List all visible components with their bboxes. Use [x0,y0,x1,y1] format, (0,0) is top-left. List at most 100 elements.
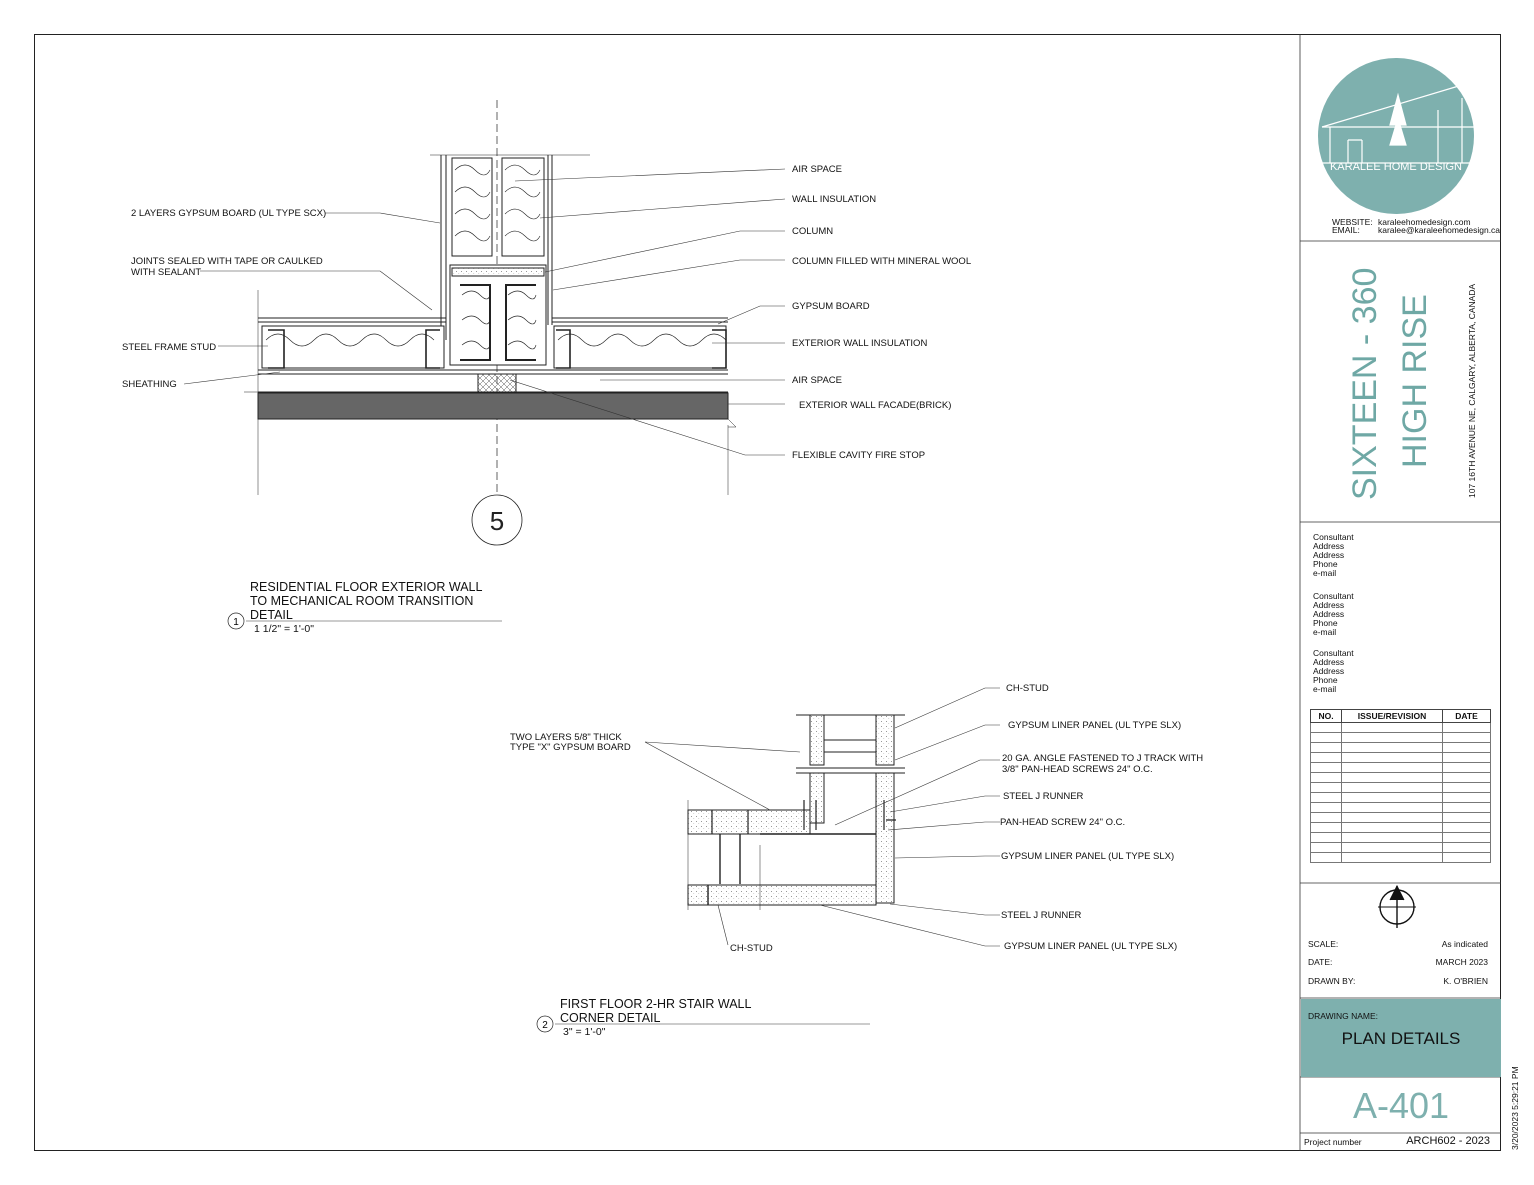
label-exterior-facade: EXTERIOR WALL FACADE(BRICK) [799,400,951,411]
drawn-by-label: DRAWN BY: [1308,976,1356,986]
drawing-name: PLAN DETAILS [1341,1029,1461,1048]
project-title-line2: HIGH RISE [1396,294,1434,468]
consultant-1-address-1: Address [1313,541,1345,551]
email-link[interactable]: karalee@karaleehomedesign.ca [1378,225,1501,235]
consultant-3-email: e-mail [1313,684,1337,694]
revision-row [1310,802,1491,813]
revision-row [1310,852,1491,863]
label-gypsum-liner-2: GYPSUM LINER PANEL (UL TYPE SLX) [1001,851,1174,862]
revision-row [1310,832,1491,843]
label-steel-j-runner-1: STEEL J RUNNER [1003,791,1084,802]
revision-row [1310,842,1491,853]
revision-header-issue: ISSUE/REVISION [1341,709,1443,723]
logo-text: KARALEE HOME DESIGN [1330,161,1462,173]
detail1-title: 1 RESIDENTIAL FLOOR EXTERIOR WALL TO MEC… [227,580,502,635]
project-address: 107 16TH AVENUE NE, CALGARY, ALBERTA, CA… [1467,283,1477,498]
detail1-labels: AIR SPACE WALL INSULATION COLUMN COLUMN … [122,164,971,461]
revision-header-no: NO. [1310,709,1342,723]
label-column-filled: COLUMN FILLED WITH MINERAL WOOL [792,256,971,267]
consultant-block-2: Consultant Address Address Phone e-mail [1313,592,1354,637]
consultant-1-name: Consultant [1313,532,1354,542]
detail1-scale: 1 1/2" = 1'-0" [254,623,314,635]
consultant-2-address-1: Address [1313,600,1345,610]
scale-value: As indicated [1441,939,1488,949]
revision-row [1310,822,1491,833]
label-two-layers-gypsum: 2 LAYERS GYPSUM BOARD (UL TYPE SCX) [131,208,326,219]
callout-number: 5 [490,506,504,536]
revision-header-row: NO. ISSUE/REVISION DATE [1310,709,1491,723]
detail1-leaders [183,168,786,456]
label-joints-sealed-2: WITH SEALANT [131,267,201,278]
label-angle-2: 3/8" PAN-HEAD SCREWS 24" O.C. [1002,764,1153,775]
label-column: COLUMN [792,226,833,237]
label-joints-sealed-1: JOINTS SEALED WITH TAPE OR CAULKED [131,256,323,267]
detail1-ref-number: 1 [233,617,239,628]
label-ch-stud-top: CH-STUD [1006,683,1049,694]
consultant-block-3: Consultant Address Address Phone e-mail [1313,649,1354,694]
consultant-2-address-2: Address [1313,609,1345,619]
revision-row [1310,722,1491,733]
label-angle-1: 20 GA. ANGLE FASTENED TO J TRACK WITH [1002,753,1203,764]
label-fire-stop: FLEXIBLE CAVITY FIRE STOP [792,450,925,461]
detail1-section-drawing [244,100,737,495]
company-logo: KARALEE HOME DESIGN [1318,58,1481,214]
drawing-sheet-border [34,34,1501,1151]
label-gypsum-board: GYPSUM BOARD [792,301,870,312]
project-number-label: Project number [1304,1137,1362,1147]
label-pan-head: PAN-HEAD SCREW 24" O.C. [1000,817,1125,828]
drawn-by-value: K. O'BRIEN [1443,976,1488,986]
label-two-layers-1: TWO LAYERS 5/8" THICK [510,732,622,743]
detail2-labels: CH-STUD GYPSUM LINER PANEL (UL TYPE SLX)… [510,683,1203,954]
revision-row [1310,782,1491,793]
project-title-line1: SIXTEEN - 360 [1346,267,1384,500]
label-exterior-wall-insulation: EXTERIOR WALL INSULATION [792,338,927,349]
consultant-1-email: e-mail [1313,568,1337,578]
label-ch-stud-bottom: CH-STUD [730,943,773,954]
consultant-2-phone: Phone [1313,618,1338,628]
detail2-ref-number: 2 [542,1020,548,1031]
consultant-3-address-2: Address [1313,666,1345,676]
label-air-space-top: AIR SPACE [792,164,842,175]
sheet-number: A-401 [1352,1085,1450,1126]
detail1-title-line1: RESIDENTIAL FLOOR EXTERIOR WALL [250,580,483,594]
label-air-space-bottom: AIR SPACE [792,375,842,386]
project-number: ARCH602 - 2023 [1406,1135,1490,1147]
revision-row [1310,762,1491,773]
label-two-layers-2: TYPE "X" GYPSUM BOARD [510,742,631,753]
date-value: MARCH 2023 [1435,957,1488,967]
consultant-3-phone: Phone [1313,675,1338,685]
detail2-section-drawing [687,714,905,910]
revision-row [1310,732,1491,743]
print-timestamp: 3/20/2023 5:29:21 PM [1510,1066,1520,1150]
date-label: DATE: [1308,957,1333,967]
label-wall-insulation: WALL INSULATION [792,194,876,205]
revision-row [1310,812,1491,823]
label-sheathing: SHEATHING [122,379,177,390]
detail2-scale: 3" = 1'-0" [563,1026,606,1038]
revision-row [1310,742,1491,753]
detail2-title-line2: CORNER DETAIL [560,1011,661,1025]
drawing-name-band: DRAWING NAME: PLAN DETAILS [1301,999,1501,1077]
revision-table: NO. ISSUE/REVISION DATE [1310,709,1491,863]
label-steel-j-runner-2: STEEL J RUNNER [1001,910,1082,921]
detail2-leaders [644,687,1000,947]
revision-header-date: DATE [1442,709,1491,723]
email-label: EMAIL: [1332,225,1360,235]
label-gypsum-liner-3: GYPSUM LINER PANEL (UL TYPE SLX) [1004,941,1177,952]
detail1-title-line2: TO MECHANICAL ROOM TRANSITION [250,594,473,608]
consultant-3-address-1: Address [1313,657,1345,667]
detail1-callout-bubble: 5 [471,494,523,546]
detail2-title: 2 FIRST FLOOR 2-HR STAIR WALL CORNER DET… [536,997,870,1038]
consultant-2-email: e-mail [1313,627,1337,637]
website-label: WEBSITE: [1332,217,1373,227]
website-link[interactable]: karaleehomedesign.com [1378,217,1471,227]
drawing-name-label: DRAWING NAME: [1308,1011,1379,1021]
detail2-title-line1: FIRST FLOOR 2-HR STAIR WALL [560,997,752,1011]
title-block-frame [1299,34,1501,1151]
revision-row [1310,772,1491,783]
north-arrow-icon [1378,884,1416,928]
consultant-1-address-2: Address [1313,550,1345,560]
consultant-2-name: Consultant [1313,591,1354,601]
consultant-1-phone: Phone [1313,559,1338,569]
